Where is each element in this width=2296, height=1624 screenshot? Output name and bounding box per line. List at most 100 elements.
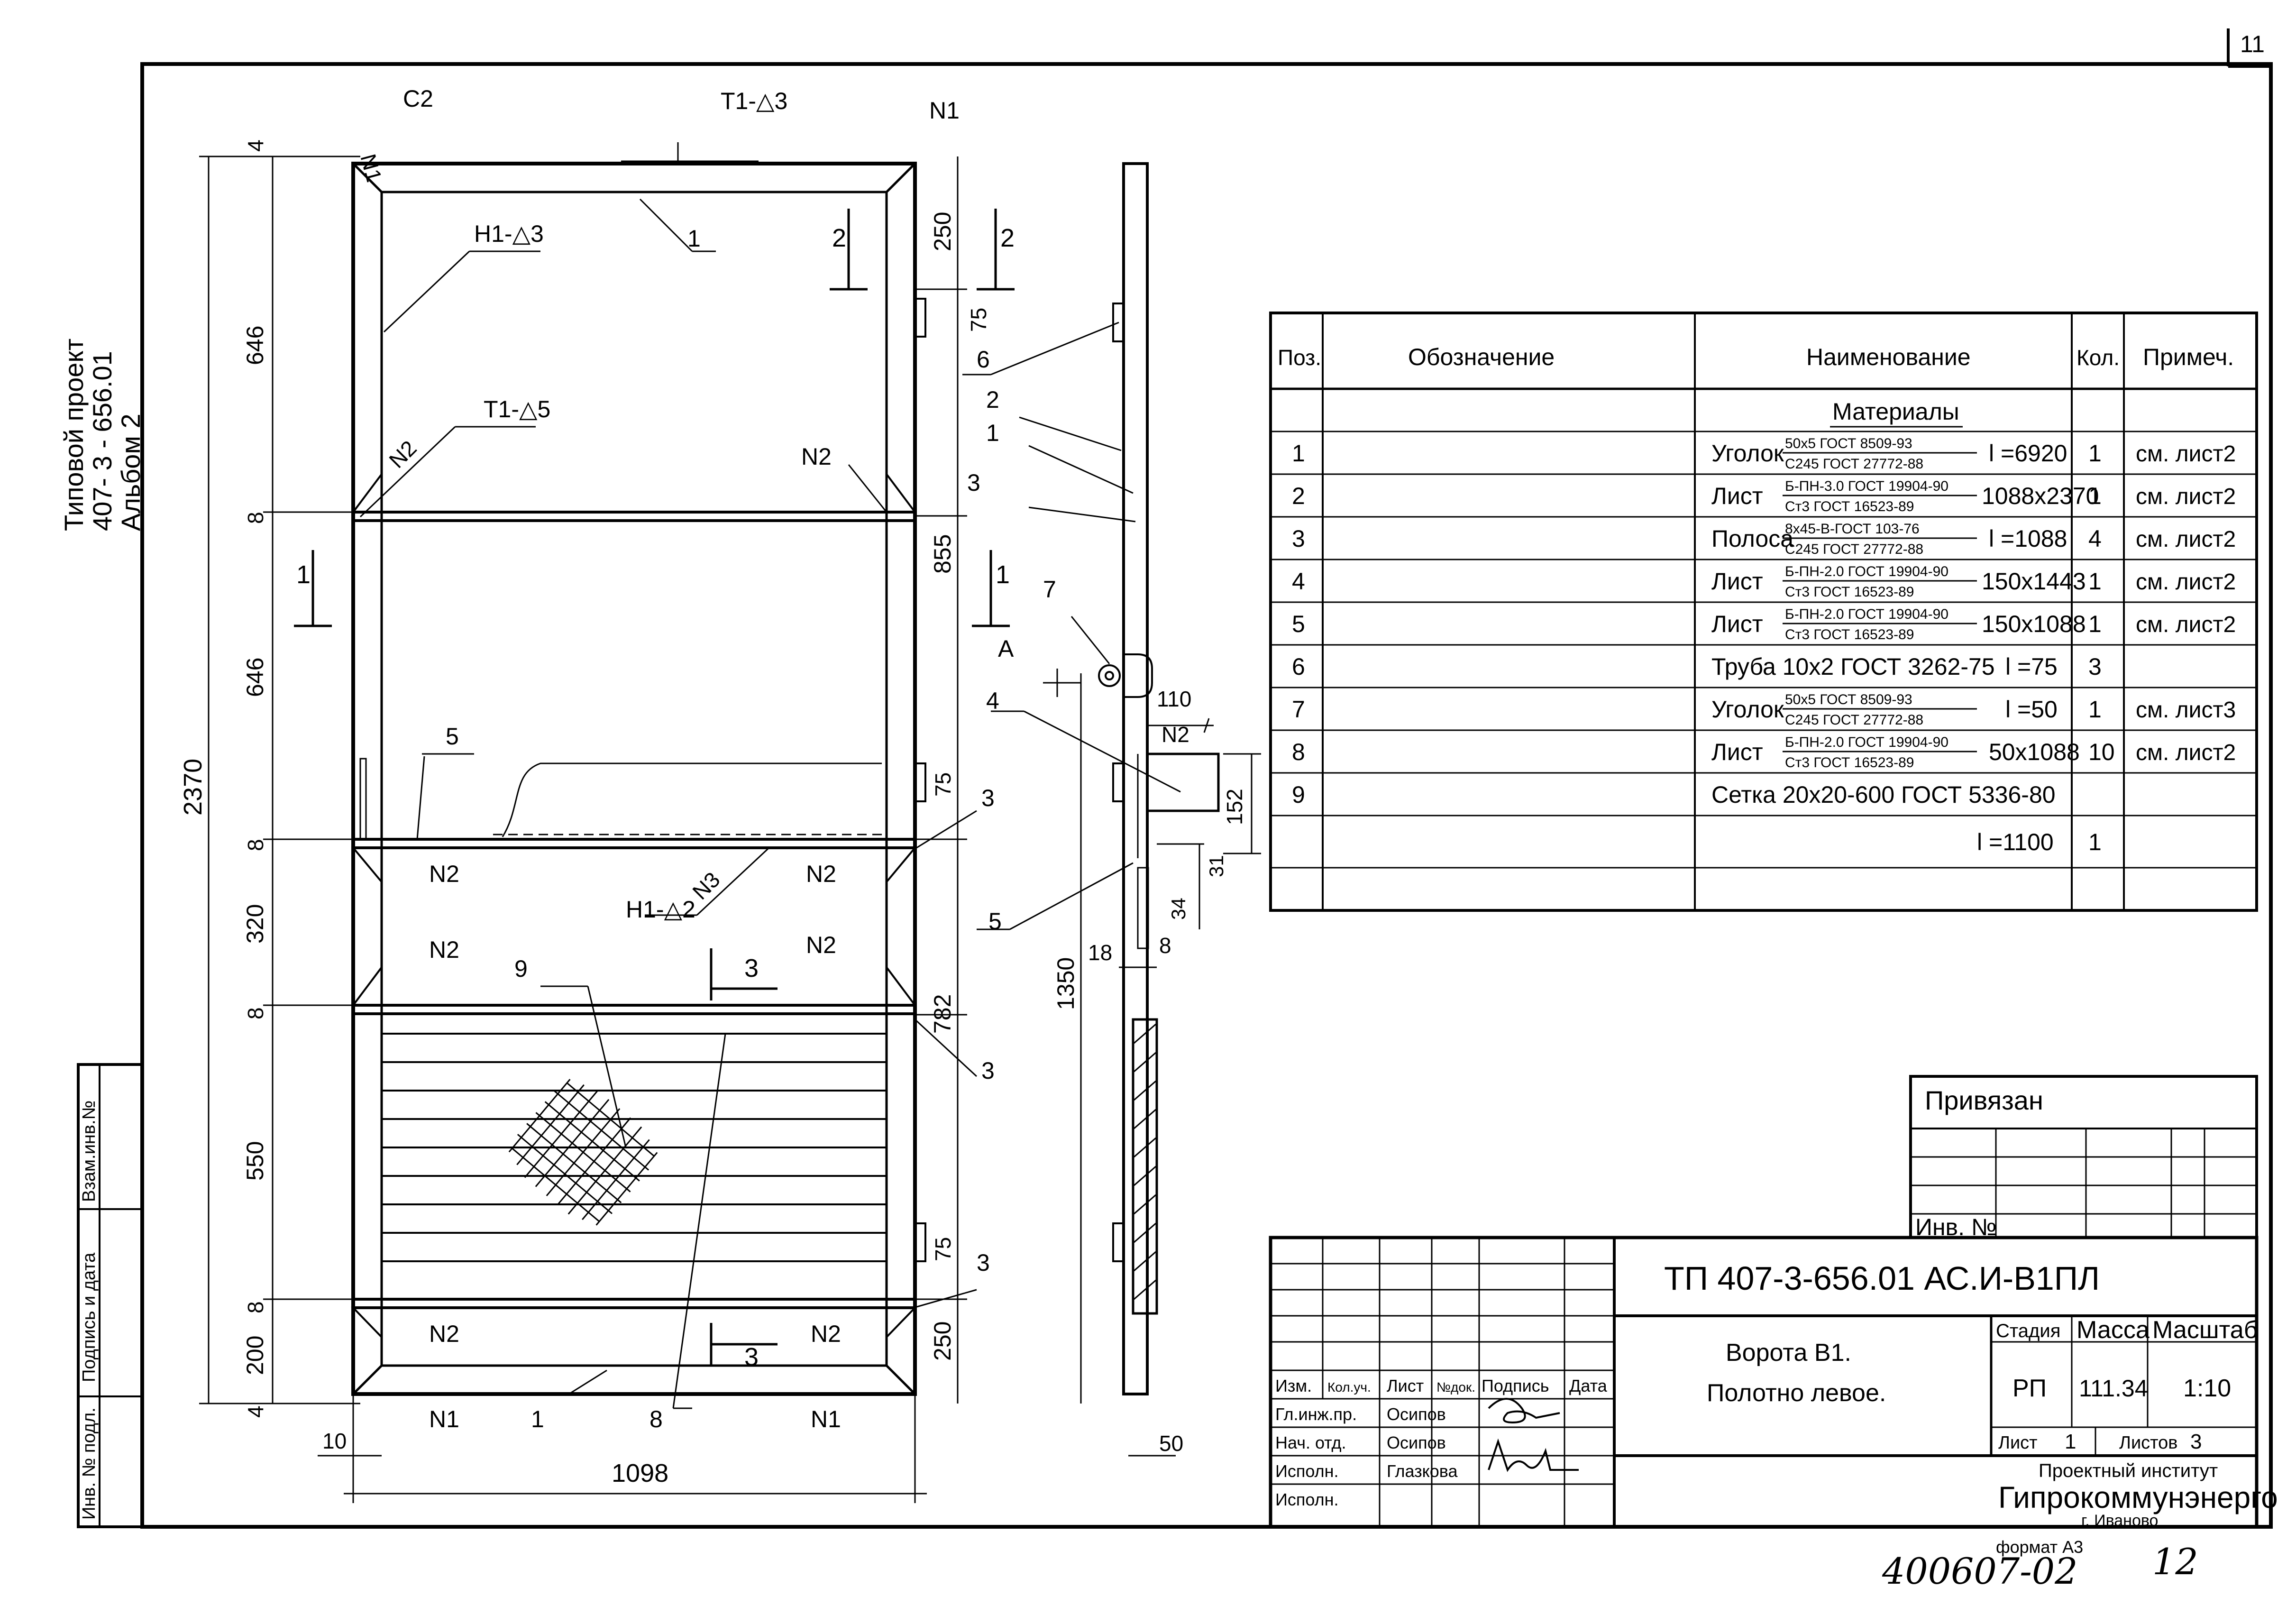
signer-role: Нач. отд. [1275,1433,1346,1452]
row-grade-bottom: Ст3 ГОСТ 16523-89 [1785,627,1914,642]
row-size: 50x1088 [1989,739,2080,765]
dim-label: 200 [242,1336,268,1375]
handwritten-page: 12 [2152,1541,2198,1583]
row-pos: 2 [1292,483,1305,509]
section-mark: 1 [296,560,311,589]
position-callout: 1 [531,1406,544,1432]
header-note: Примеч. [2143,344,2234,370]
dim-label: 10 [322,1429,347,1453]
side-title-line2: 407- 3 - 656.01 [87,351,117,531]
row-qty: 10 [2088,739,2115,765]
signer-role: Исполн. [1275,1461,1339,1481]
header-name: Наименование [1806,344,1971,370]
row-grade-bottom: C245 ГОСТ 27772-88 [1785,541,1923,557]
dim-label: 4 [243,1405,268,1418]
overall-height-dim: 2370 [179,759,207,816]
position-callout: 7 [1043,576,1056,603]
position-callout: 9 [514,955,528,982]
signer-role: Гл.инж.пр. [1275,1404,1357,1424]
weld-label: N2 [429,1321,459,1347]
row-name: Сетка 20x20-600 ГОСТ 5336-80 [1711,781,2056,808]
dim-label: 110 [1157,687,1191,711]
row-name: Лист [1711,483,1763,509]
row-pos: 9 [1292,781,1305,808]
signer-name: Осипов [1387,1433,1446,1452]
mass-header: Масса [2076,1316,2150,1344]
left-stamp: Взам.инв.№ Подпись и дата Инв. № подл. [77,1063,144,1528]
weld-callout: Т1-△5 [484,396,550,422]
org-line2: Гипрокоммунэнерго [1998,1480,2278,1514]
row-name: Полоса [1711,525,1793,552]
weld-label: N2 [806,932,836,958]
row-pos: 4 [1292,568,1305,595]
row-pos: 3 [1292,525,1305,552]
scale-value: 1:10 [2183,1375,2231,1402]
sheet-label: Лист [1998,1433,2038,1453]
row-grade-bottom: Ст3 ГОСТ 16523-89 [1785,755,1914,771]
header-pos: Поз. [1278,345,1321,370]
position-callout: 3 [981,785,995,811]
stamp-vzam: Взам.инв.№ [79,1101,99,1202]
handwritten-number: 400607-02 [1882,1550,2078,1592]
dim-label: 75 [931,772,955,797]
row-size: 150x1443 [1982,568,2086,595]
row-pos: 1 [1292,440,1305,467]
section-mark: 1 [996,560,1010,589]
dim-label: 152 [1222,789,1247,825]
col-header: Дата [1569,1376,1608,1395]
col-header: Кол.уч. [1327,1380,1371,1395]
row-name: Труба 10x2 ГОСТ 3262-75 [1711,653,1995,680]
row-qty: 1 [2088,829,2102,855]
weld-callout: Т1-△3 [721,88,787,114]
position-callout: 3 [977,1249,990,1276]
row-grade-top: Б-ПН-2.0 ГОСТ 19904-90 [1785,606,1948,622]
sheet-number: 11 [2240,31,2265,57]
row-qty: 1 [2088,611,2102,637]
bound-block: Привязан Инв. № [1909,1075,2258,1240]
row-qty: 4 [2088,525,2102,552]
stage-header: Стадия [1996,1321,2060,1341]
row-size: l =1100 [1977,829,2054,855]
position-callout: 6 [977,346,990,373]
dim-label: 8 [243,839,268,851]
weld-label: С2 [403,85,433,112]
row-note: см. лист2 [2136,527,2236,552]
row-name: Уголок [1711,696,1784,723]
signer-name: Глазкова [1387,1461,1458,1481]
col-header: Изм. [1275,1376,1312,1395]
signer-role: Исполн. [1275,1490,1339,1509]
row-size: l =75 [2005,653,2058,680]
dim-label: 550 [242,1141,268,1181]
position-callout: 3 [967,469,980,496]
row-size: l =50 [2005,696,2058,723]
dim-label: 18 [1088,940,1112,965]
section-mark: 2 [832,224,846,252]
dim-label: 646 [242,658,268,697]
weld-label: N1 [811,1406,841,1432]
stamp-podpis: Подпись и дата [79,1252,99,1382]
weld-label: N2 [811,1321,841,1347]
row-note: см. лист2 [2136,569,2236,595]
dim-label: 1350 [1052,957,1079,1010]
row-name: Уголок [1711,440,1784,467]
header-qty: Кол. [2076,345,2120,370]
position-callout: 3 [981,1057,995,1084]
dim-label: 8 [243,512,268,524]
dim-label: 34 [1167,898,1189,920]
section-mark: 3 [744,954,759,982]
section-mark: 3 [744,1343,759,1371]
row-qty: 3 [2088,653,2102,680]
sheets-label: Листов [2119,1433,2177,1453]
weld-label: N1 [356,151,386,184]
dim-label: 31 [1205,855,1227,877]
dim-label: 8 [243,1007,268,1019]
row-grade-bottom: C245 ГОСТ 27772-88 [1785,712,1923,728]
side-title-line3: Альбом 2 [116,413,146,531]
org-line3: г. Иваново [2081,1512,2158,1530]
format-label: формат А3 [1996,1537,2083,1557]
row-qty: 1 [2088,568,2102,595]
sheet-value: 1 [2065,1430,2076,1453]
gate-side-view [962,162,1261,1457]
